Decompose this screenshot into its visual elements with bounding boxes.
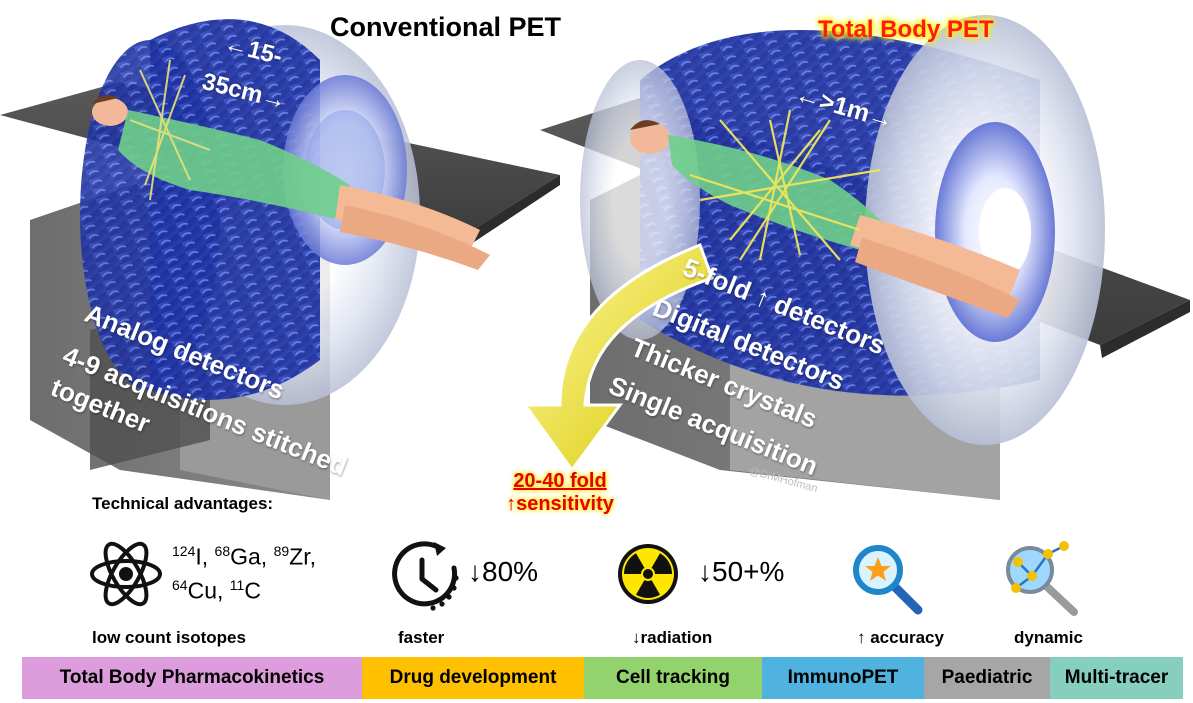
- sensitivity-label: ↑sensitivity: [506, 493, 614, 515]
- sensitivity-callout: 20-40 fold ↑sensitivity: [475, 470, 645, 516]
- application-paediatric: Paediatric: [924, 657, 1050, 699]
- low-count-isotopes-label: low count isotopes: [92, 628, 246, 647]
- magnifier-star-icon: [853, 545, 923, 615]
- accuracy-label: ↑ accuracy: [857, 628, 944, 647]
- faster-label: faster: [398, 628, 445, 647]
- faster-value: ↓80%: [468, 556, 539, 587]
- total-body-scanner: [540, 15, 1190, 500]
- isotopes-line1: 124I, 68Ga, 89Zr,: [172, 543, 316, 570]
- magnifier-network-icon: [1006, 541, 1078, 616]
- sensitivity-fold: 20-40 fold: [513, 470, 607, 492]
- pet-scanner-illustration: [0, 15, 1190, 500]
- radiation-value: ↓50+%: [698, 556, 785, 587]
- radiation-icon: [618, 544, 678, 604]
- sensitivity-arrow: [522, 243, 714, 473]
- stopwatch-icon: [392, 541, 459, 611]
- application-immunopet: ImmunoPET: [762, 657, 924, 699]
- technical-advantages-heading: Technical advantages:: [92, 494, 274, 513]
- isotopes-line2: 64Cu, 11C: [172, 577, 261, 604]
- application-multi-tracer: Multi-tracer: [1050, 657, 1183, 699]
- application-cell-tracking: Cell tracking: [584, 657, 762, 699]
- dynamic-label: dynamic: [1014, 628, 1083, 647]
- total-body-pet-title: Total Body PET: [818, 16, 994, 43]
- applications-bar: Total Body Pharmacokinetics Drug develop…: [22, 657, 1183, 699]
- atom-icon: [90, 541, 162, 607]
- conventional-scanner: [0, 19, 560, 500]
- radiation-label: ↓radiation: [632, 628, 713, 647]
- application-pharmacokinetics: Total Body Pharmacokinetics: [22, 657, 362, 699]
- application-drug-development: Drug development: [362, 657, 584, 699]
- conventional-pet-title: Conventional PET: [330, 12, 562, 42]
